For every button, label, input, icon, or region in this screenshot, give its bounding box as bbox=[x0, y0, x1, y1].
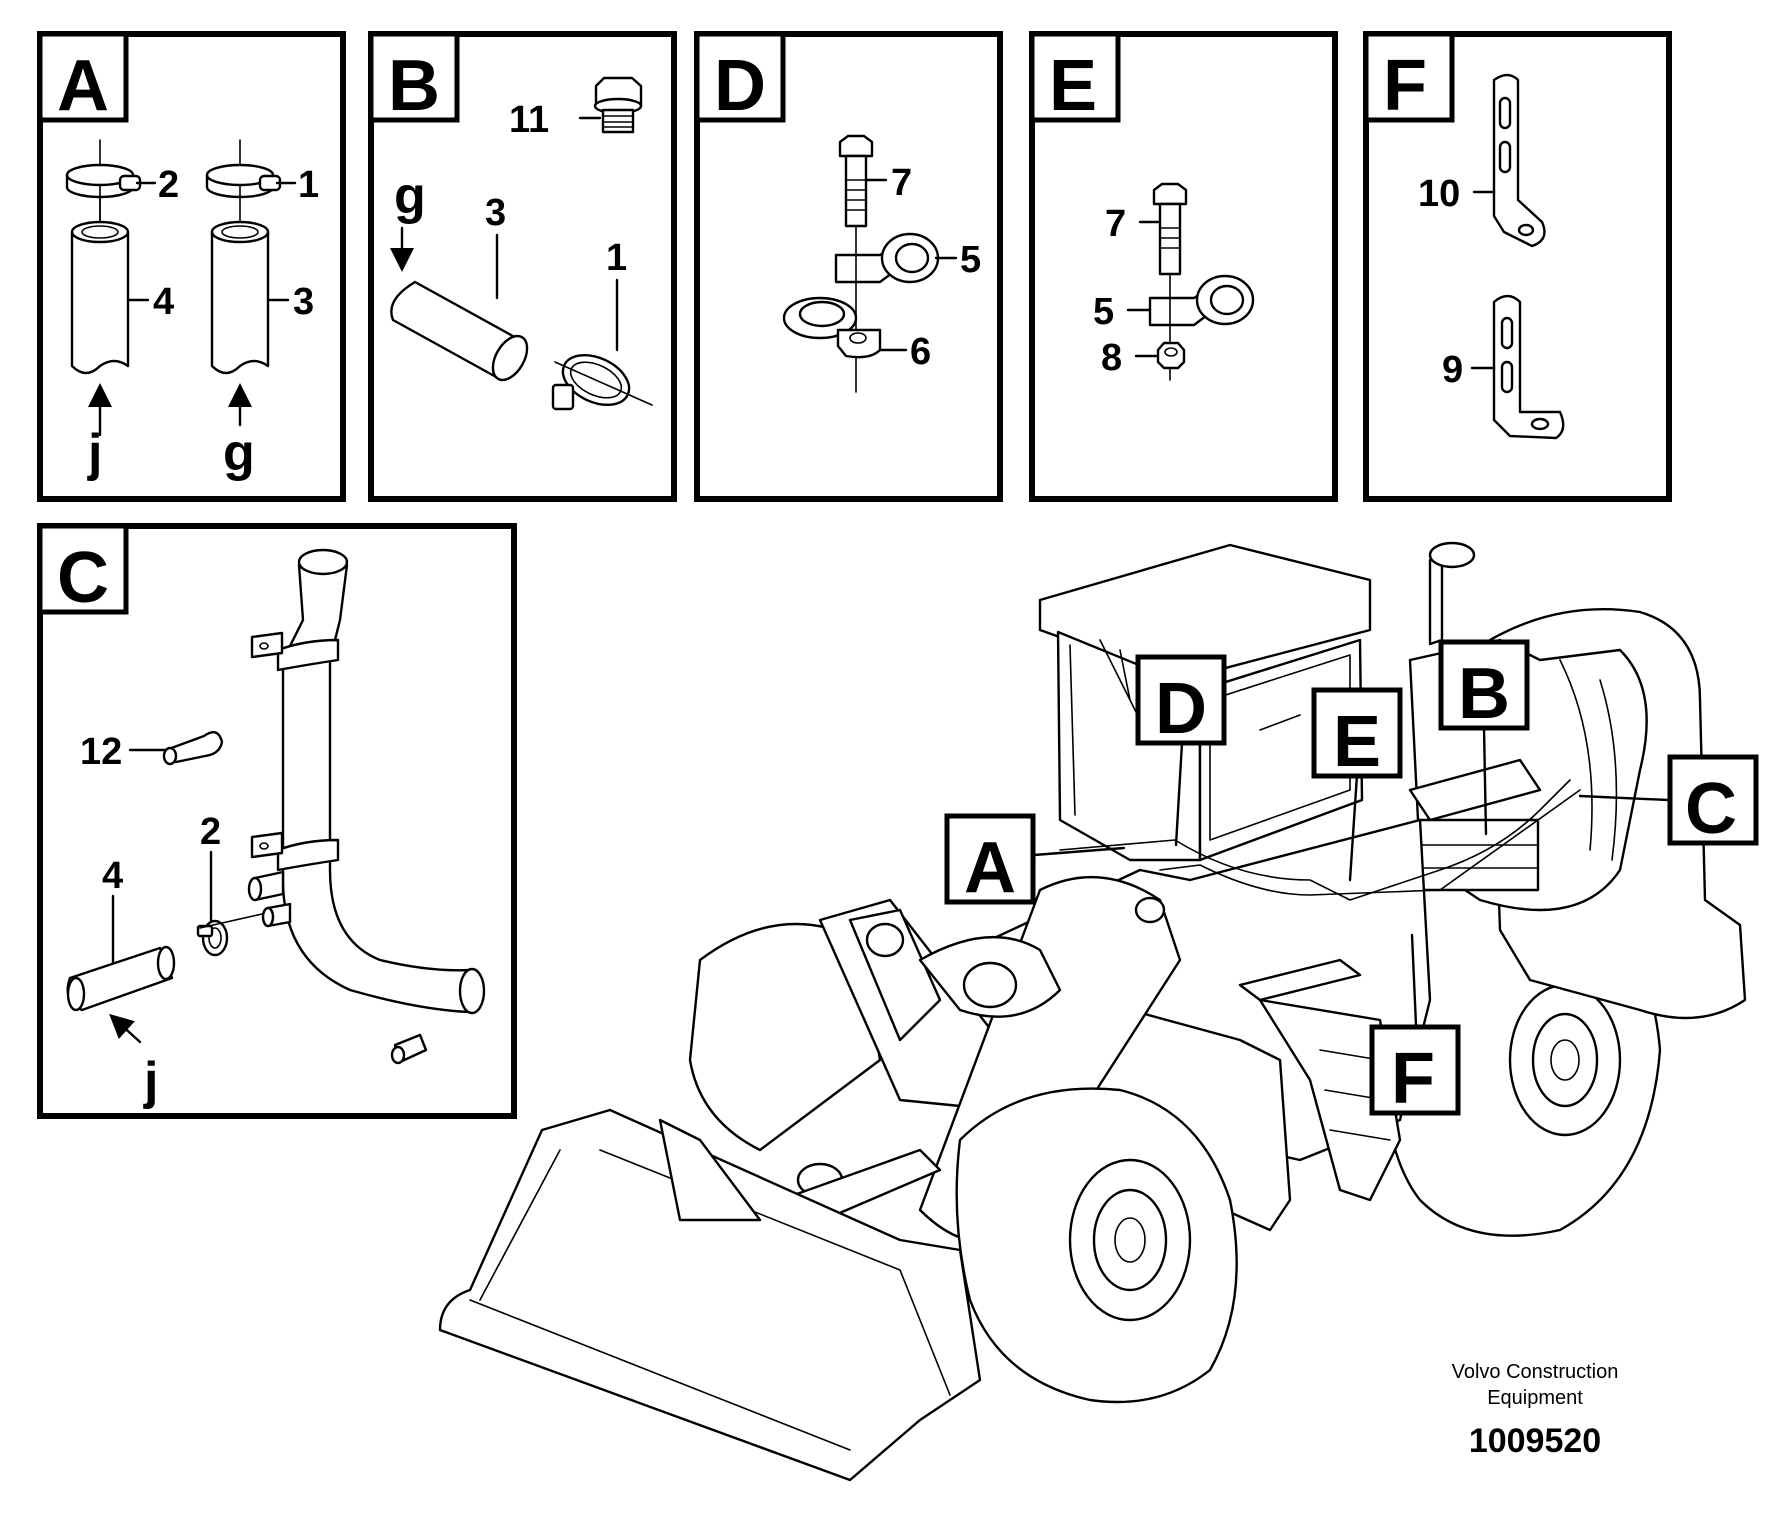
cable-clip-icon bbox=[782, 296, 908, 359]
hose-icon bbox=[66, 945, 176, 1012]
panel-a: A 2 1 4 bbox=[37, 31, 346, 502]
panel-f: F 10 9 bbox=[1363, 31, 1672, 502]
cable-clip-icon bbox=[128, 730, 224, 766]
overview-tag-f: F bbox=[1369, 1024, 1461, 1119]
svg-text:C: C bbox=[1685, 769, 1737, 849]
callout-9: 9 bbox=[1442, 349, 1463, 391]
callout-10: 10 bbox=[1418, 173, 1460, 215]
hose-icon bbox=[70, 220, 150, 375]
hose-clamp-icon bbox=[205, 139, 297, 223]
panel-f-letter: F bbox=[1383, 46, 1427, 126]
brand-line-2: Equipment bbox=[1487, 1387, 1583, 1409]
callout-6: 6 bbox=[910, 331, 931, 373]
panel-d-letter: D bbox=[714, 46, 766, 126]
view-g: g bbox=[394, 167, 426, 225]
overview-tag-a: A bbox=[944, 813, 1036, 908]
hose-icon bbox=[390, 280, 529, 382]
panel-c-letter: C bbox=[57, 538, 109, 618]
callout-4: 4 bbox=[153, 281, 174, 323]
panel-b-letter: B bbox=[388, 46, 440, 126]
hose-route bbox=[1059, 779, 1571, 901]
view-g: g bbox=[223, 424, 255, 482]
bucket bbox=[438, 1108, 982, 1482]
overview-tag-b: B bbox=[1438, 639, 1530, 734]
panel-d: D 7 5 6 bbox=[694, 31, 1003, 502]
panel-c: C 12 2 bbox=[37, 523, 517, 1119]
brand-line-1: Volvo Construction bbox=[1452, 1361, 1619, 1383]
svg-text:B: B bbox=[1458, 654, 1510, 734]
callout-7: 7 bbox=[1105, 203, 1126, 245]
callout-3: 3 bbox=[293, 281, 314, 323]
svg-text:D: D bbox=[1155, 669, 1207, 749]
callout-5: 5 bbox=[960, 239, 981, 281]
view-j: j bbox=[87, 424, 102, 482]
callout-2: 2 bbox=[158, 164, 179, 206]
svg-text:A: A bbox=[964, 828, 1016, 908]
callout-4: 4 bbox=[102, 855, 123, 897]
callout-5: 5 bbox=[1093, 291, 1114, 333]
panel-b: B 11 g 3 1 bbox=[368, 31, 677, 502]
callout-3: 3 bbox=[485, 192, 506, 234]
hose-icon bbox=[210, 220, 290, 375]
hose-clamp-icon bbox=[551, 353, 653, 411]
overview-tag-d: D bbox=[1135, 654, 1227, 749]
pipe-icon bbox=[247, 548, 486, 1065]
callout-1: 1 bbox=[606, 237, 627, 279]
callout-2: 2 bbox=[200, 811, 221, 853]
exhaust-pipe bbox=[1428, 541, 1476, 646]
panel-e-letter: E bbox=[1049, 46, 1097, 126]
callout-12: 12 bbox=[80, 731, 122, 773]
panel-a-letter: A bbox=[57, 46, 109, 126]
plug-icon bbox=[578, 76, 643, 134]
overview-tag-e: E bbox=[1311, 687, 1403, 782]
hose-route bbox=[1159, 789, 1581, 896]
nut-icon bbox=[1134, 341, 1186, 370]
hose-clamp-icon bbox=[65, 139, 157, 223]
front-right-wheel bbox=[955, 1087, 1238, 1404]
svg-text:F: F bbox=[1391, 1039, 1435, 1119]
hose-clamp-icon bbox=[196, 913, 263, 957]
view-j: j bbox=[143, 1052, 158, 1110]
callout-8: 8 bbox=[1101, 337, 1122, 379]
cable-clip-icon bbox=[834, 232, 958, 284]
bracket-icon bbox=[1472, 73, 1546, 248]
callout-7: 7 bbox=[891, 162, 912, 204]
svg-text:E: E bbox=[1333, 702, 1381, 782]
document-number: 1009520 bbox=[1469, 1422, 1601, 1460]
panel-e: E 7 5 8 bbox=[1029, 31, 1338, 502]
callout-11: 11 bbox=[509, 99, 549, 141]
overview-tag-c: C bbox=[1667, 754, 1759, 849]
leader-lines bbox=[1032, 726, 1670, 1027]
cable-clip-icon bbox=[1126, 274, 1255, 327]
wheel-loader-icon bbox=[438, 541, 1747, 1482]
bracket-icon bbox=[1470, 294, 1565, 440]
callout-1: 1 bbox=[298, 164, 319, 206]
